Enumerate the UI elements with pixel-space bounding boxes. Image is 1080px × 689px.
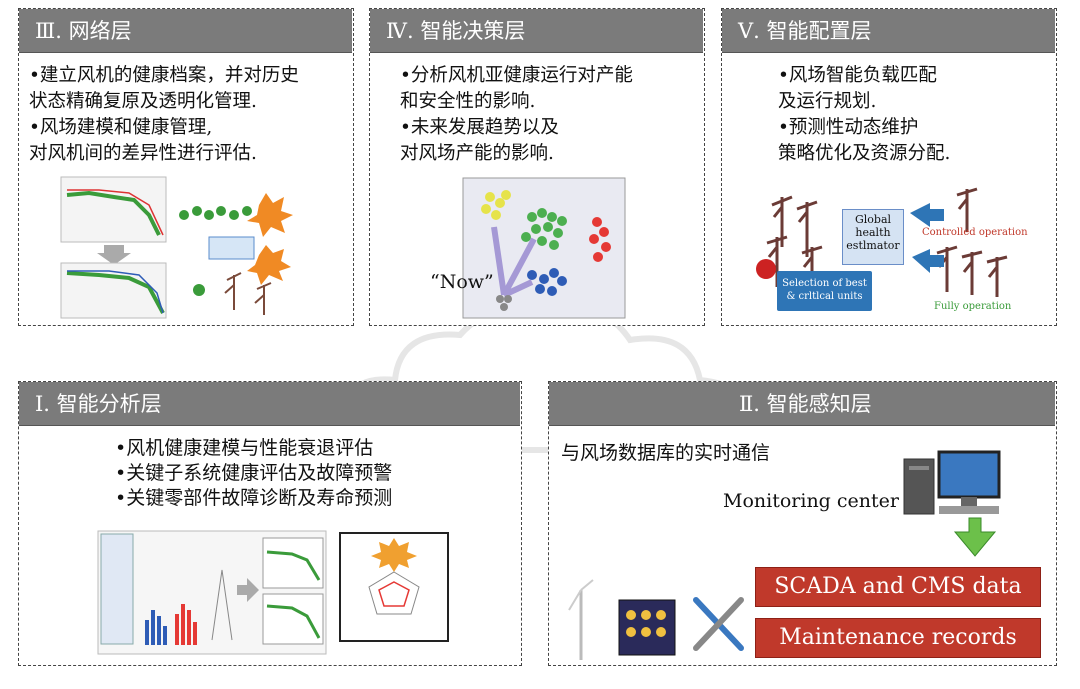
panel-title: Ⅴ. 智能配置层 — [722, 9, 1055, 53]
bullet-line: 和安全性的影响. — [400, 91, 536, 112]
turbine-diagram — [756, 187, 1008, 297]
monitoring-center-label: Monitoring center — [723, 490, 899, 512]
bullet-line: •未来发展趋势以及 — [400, 117, 559, 138]
panel-configuration-layer: Ⅴ. 智能配置层 •风场智能负载匹配 及运行规划. •预测性动态维护 策略优化及… — [721, 8, 1057, 326]
panel-title: Ⅱ. 智能感知层 — [549, 382, 1055, 426]
panel-title: Ⅰ. 智能分析层 — [19, 382, 520, 426]
panel-network-layer: Ⅲ. 网络层 •建立风机的健康档案，并对历史 状态精确复原及透明化管理. •风场… — [18, 8, 354, 326]
bullet-line: •风场智能负载匹配 — [778, 65, 937, 86]
bullet-line: •关键零部件故障诊断及寿命预测 — [115, 487, 393, 509]
panel-decision-layer: Ⅳ. 智能决策层 •分析风机亚健康运行对产能 和安全性的影响. •未来发展趋势以… — [369, 8, 705, 326]
selection-line: Selection of best — [782, 278, 867, 289]
analysis-thumbnail — [97, 530, 327, 655]
bullet-line: 对风机间的差异性进行评估. — [29, 143, 257, 164]
bullet-line: 及运行规划. — [778, 91, 877, 112]
panel-title: Ⅳ. 智能决策层 — [370, 9, 703, 53]
bullet-line: •建立风机的健康档案，并对历史 — [29, 65, 299, 86]
network-thumbnail — [60, 176, 293, 319]
scada-cms-data-box: SCADA and CMS data — [755, 567, 1041, 607]
bullet-list: •风场智能负载匹配 及运行规划. •预测性动态维护 策略优化及资源分配. — [778, 63, 950, 167]
bullet-line: •预测性动态维护 — [778, 117, 919, 138]
bullet-line: 策略优化及资源分配. — [778, 143, 951, 164]
selection-box: Selection of best & crltlcal units — [777, 271, 872, 311]
panel-perception-layer: Ⅱ. 智能感知层 与风场数据库的实时通信 Monitoring center S… — [548, 381, 1057, 666]
fault-localization-thumbnail — [339, 532, 449, 642]
bullet-line: 状态精确复原及透明化管理. — [29, 91, 257, 112]
global-health-box: Global health estlmator — [842, 209, 904, 265]
devices-illustration — [568, 579, 744, 660]
bullet-line: •风机健康建模与性能衰退评估 — [115, 437, 374, 459]
controlled-operation-label: Controlled operation — [922, 227, 1028, 238]
panel-title: Ⅲ. 网络层 — [19, 9, 352, 53]
maintenance-records-box: Maintenance records — [755, 618, 1041, 658]
bullet-list: •风机健康建模与性能衰退评估 •关键子系统健康评估及故障预警 •关键零部件故障诊… — [115, 436, 392, 511]
global-line: estlmator — [846, 239, 900, 252]
bullet-list: •建立风机的健康档案，并对历史 状态精确复原及透明化管理. •风场建模和健康管理… — [29, 63, 299, 167]
computer-icon — [903, 450, 1001, 557]
bullet-list: •分析风机亚健康运行对产能 和安全性的影响. •未来发展趋势以及 对风场产能的影… — [400, 63, 633, 167]
global-line: health — [855, 226, 891, 239]
cluster-plot-thumbnail — [462, 177, 626, 319]
subtitle: 与风场数据库的实时通信 — [561, 442, 771, 464]
global-line: Global — [854, 213, 892, 226]
fully-operation-label: Fully operation — [934, 301, 1012, 312]
bullet-line: •风场建模和健康管理, — [29, 117, 213, 138]
bullet-line: •关键子系统健康评估及故障预警 — [115, 462, 393, 484]
bullet-line: •分析风机亚健康运行对产能 — [400, 65, 633, 86]
selection-line: & crltlcal units — [786, 291, 863, 302]
panel-analysis-layer: Ⅰ. 智能分析层 •风机健康建模与性能衰退评估 •关键子系统健康评估及故障预警 … — [18, 381, 522, 666]
now-label: “Now” — [430, 271, 494, 293]
bullet-line: 对风场产能的影响. — [400, 143, 554, 164]
